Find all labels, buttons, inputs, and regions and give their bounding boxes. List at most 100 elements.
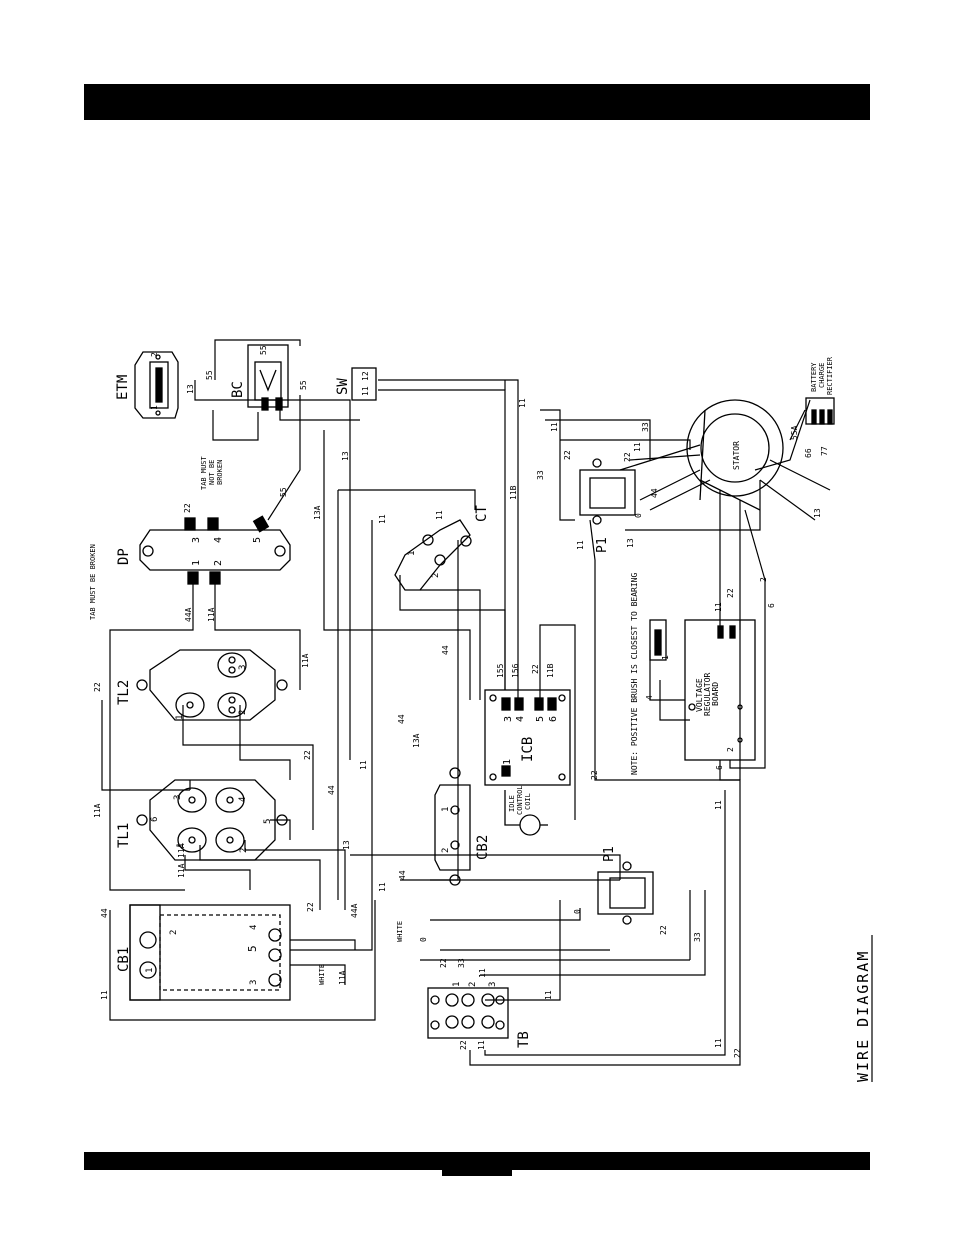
cb1-pin3: 3 xyxy=(249,980,259,985)
wire-6-vreg: 6 xyxy=(715,765,724,770)
idle-label-3: COIL xyxy=(524,793,532,810)
ct-pin2: 2 xyxy=(431,573,441,578)
wire-11a-dp: 11A xyxy=(207,607,216,622)
ct-label: CT xyxy=(474,505,490,522)
wire-0-tb: 0 xyxy=(419,937,428,942)
wire-77: 77 xyxy=(820,446,829,456)
wire-11b-sw: 11B xyxy=(509,485,518,500)
bc-pin: 55 xyxy=(259,345,268,355)
cb2-pin2: 2 xyxy=(441,848,451,853)
etm-pin1: 1 xyxy=(150,405,159,410)
sw-label: SW xyxy=(335,378,351,395)
wire-white-tb: WHITE xyxy=(396,921,404,942)
wire-11-low: 11 xyxy=(378,882,387,892)
wire-55a: 55A xyxy=(790,425,799,440)
wire-22-vreg: 22 xyxy=(726,588,735,598)
wire-22-right-low: 22 xyxy=(733,1048,742,1058)
tl2-pin2: 2 xyxy=(238,710,248,715)
wire-11-cb1: 11 xyxy=(100,990,109,1000)
wire-13a-cb2: 13A xyxy=(412,733,421,748)
wire-13a: 13A xyxy=(313,505,322,520)
icb-pin5: 5 xyxy=(535,716,546,722)
icb-pin1: 1 xyxy=(502,759,513,765)
cb1-pin2: 2 xyxy=(169,930,179,935)
wire-11-ct: 11 xyxy=(378,514,387,524)
vreg-line2: REGULATOR xyxy=(703,672,712,716)
tb-label: TB xyxy=(516,1031,532,1048)
etm-module xyxy=(134,351,179,419)
wire-55-bc: 55 xyxy=(299,380,308,390)
wire-44-mid: 44 xyxy=(397,714,406,724)
tb-pin1: 1 xyxy=(452,982,462,987)
sw-switch xyxy=(351,367,377,401)
tab-must-be-broken: TAB MUST BE BROKEN xyxy=(89,544,97,620)
cb1-breaker xyxy=(129,904,291,1001)
wire-13-mid: 13 xyxy=(341,451,350,461)
wire-11a-cb1: 11A xyxy=(338,970,347,985)
wires xyxy=(101,339,831,1066)
cb2-pin1: 1 xyxy=(441,807,451,812)
wire-11a-tl1a: 11A xyxy=(177,863,186,878)
wire-4-vreg: 4 xyxy=(645,695,654,700)
wire-11-ct2: 11 xyxy=(435,510,444,520)
icb-board xyxy=(484,689,571,836)
sw-pin1: 11 xyxy=(361,386,370,396)
wire-66: 66 xyxy=(804,448,813,458)
wire-44a-dp: 44A xyxy=(184,607,193,622)
tb-pin3: 3 xyxy=(488,982,498,987)
wire-13-cb: 13 xyxy=(342,840,351,850)
wire-6-stator: 6 xyxy=(767,603,776,608)
wire-11-tl1: 11 xyxy=(359,760,368,770)
tl1-pin6: 6 xyxy=(150,817,160,822)
wire-11-tb-low: 11 xyxy=(477,1040,486,1050)
ct-pin1: 1 xyxy=(407,551,417,556)
wire-33-tb: 33 xyxy=(457,958,466,968)
wire-44-low: 44 xyxy=(398,870,407,880)
rect-line2: CHARGE xyxy=(818,363,826,388)
dp-connector xyxy=(139,515,291,585)
wire-2-vreg: 2 xyxy=(726,747,735,752)
wire-44a-cb1: 44A xyxy=(350,903,359,918)
p1-lower-connector xyxy=(597,861,654,925)
cb2-breaker xyxy=(434,767,471,886)
wire-22-p1u: 22 xyxy=(563,450,572,460)
cb2-label: CB2 xyxy=(475,835,491,860)
wire-11a-tl2: 11A xyxy=(301,653,310,668)
wire-0-p1u: 0 xyxy=(634,513,643,518)
tl1-block xyxy=(136,779,288,861)
cb1-pin1: 1 xyxy=(145,968,155,973)
rect-line1: BATTERY xyxy=(810,362,818,392)
wire-11-tb2: 11 xyxy=(544,990,553,1000)
idle-label-1: IDLE xyxy=(508,795,516,812)
wire-22-dp: 22 xyxy=(183,503,192,513)
tl1-pin3: 3 xyxy=(173,795,183,800)
tl1-pin4: 4 xyxy=(238,797,248,802)
wire-11b-icb: 11B xyxy=(546,663,555,678)
wire-11-sw: 11 xyxy=(518,398,527,408)
wire-22-cb1: 22 xyxy=(306,902,315,912)
wire-1-vreg: 1 xyxy=(661,655,670,660)
dp-pin5: 5 xyxy=(252,537,263,543)
wire-33-p1u2: 33 xyxy=(641,422,650,432)
p1-upper-connector xyxy=(579,458,636,525)
etm-pin2: 2 xyxy=(150,352,159,357)
p1-upper-label: P1 xyxy=(595,537,610,553)
diagram-title: WIRE DIAGRAM xyxy=(854,950,872,1082)
battery-charge-rectifier xyxy=(805,397,835,425)
wire-33-p1: 33 xyxy=(693,932,702,942)
wire-22-p1u3: 22 xyxy=(623,452,632,462)
p1-lower-label: P1 xyxy=(602,846,617,862)
wire-11-right: 11 xyxy=(714,800,723,810)
wire-11-p1u2: 11 xyxy=(550,422,559,432)
wire-44-ct: 44 xyxy=(441,645,450,655)
cb1-label: CB1 xyxy=(116,947,132,972)
brush-note: NOTE: POSITIVE BRUSH IS CLOSEST TO BEARI… xyxy=(630,573,639,775)
wire-11-tb: 11 xyxy=(478,968,487,978)
wire-13-p1u: 13 xyxy=(626,538,635,548)
sw-pin2: 12 xyxy=(361,371,370,381)
dp-pin4: 4 xyxy=(213,537,224,543)
rect-line3: RECTIFIER xyxy=(826,356,834,395)
wire-22-p1: 22 xyxy=(659,925,668,935)
dp-pin3: 3 xyxy=(191,537,202,543)
